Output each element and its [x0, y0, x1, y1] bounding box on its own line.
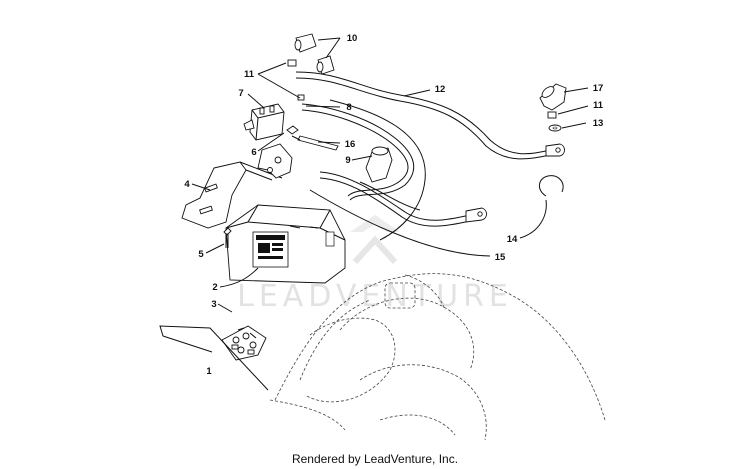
callout-3: 3 [211, 299, 216, 310]
callout-11b: 11 [593, 100, 604, 111]
relay-assembly [243, 103, 299, 179]
hardware-kit [221, 325, 267, 361]
watermark: LEADVENTURE [237, 215, 513, 314]
bolt [223, 227, 232, 248]
positive-cable [295, 71, 565, 160]
callout-16: 17 [593, 83, 604, 94]
negative-cable [319, 171, 487, 227]
callout-14: 14 [507, 234, 518, 245]
callout-7: 7 [238, 88, 243, 99]
battery [225, 204, 346, 284]
terminal-nuts [287, 59, 305, 101]
callout-4: 4 [184, 179, 190, 190]
callout-5: 5 [198, 249, 204, 260]
callout-2: 2 [212, 282, 217, 293]
terminal-boot-9 [365, 146, 393, 183]
vehicle-body-outline [269, 273, 606, 441]
callout-9: 9 [345, 155, 350, 166]
cable-clip [539, 175, 564, 197]
callout-12: 12 [435, 84, 446, 95]
callout-6: 6 [251, 147, 256, 158]
callout-10: 10 [347, 33, 358, 44]
cable-loop [329, 99, 426, 241]
callouts: 10 11 12 7 8 17 11 13 16 6 9 4 14 5 15 2… [184, 33, 603, 377]
watermark-text: LEADVENTURE [237, 279, 513, 314]
callout-11a: 11 [244, 69, 255, 80]
short-cable [301, 103, 415, 201]
leader-lines [159, 37, 589, 391]
callout-1: 1 [206, 366, 212, 377]
callout-17: 16 [345, 139, 356, 150]
callout-8: 8 [346, 102, 351, 113]
terminal-boot-16 [539, 83, 567, 132]
callout-13: 13 [593, 118, 604, 129]
callout-15: 15 [495, 252, 506, 263]
terminal-boots [294, 33, 335, 75]
footer-credit: Rendered by LeadVenture, Inc. [291, 452, 459, 466]
